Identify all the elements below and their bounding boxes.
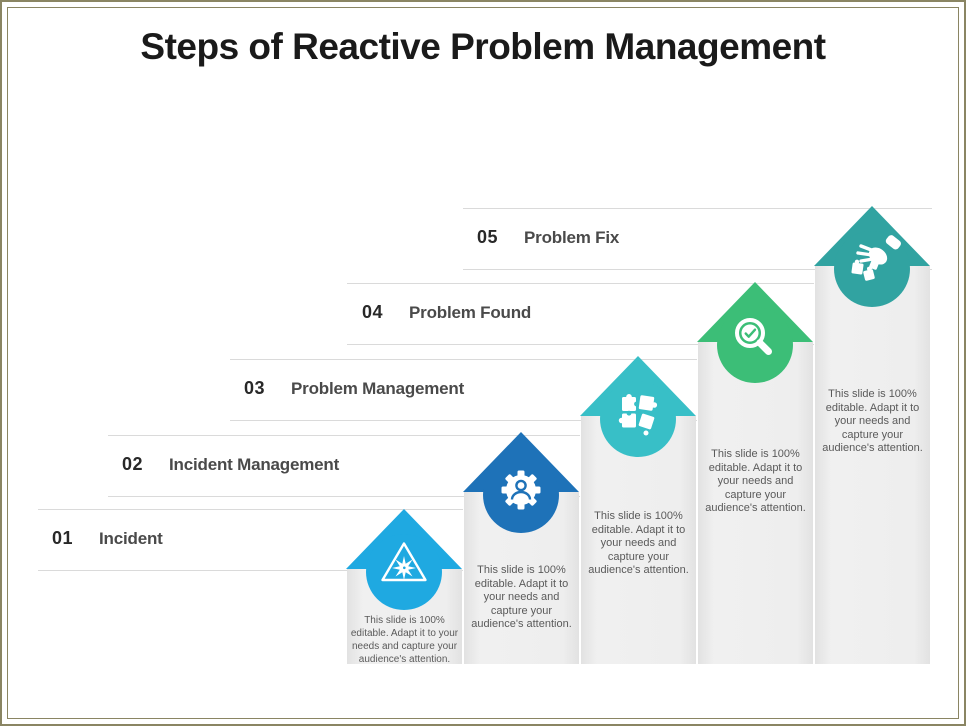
- step-5-divider-bottom: [463, 269, 932, 270]
- step-3-divider-bottom: [230, 420, 697, 421]
- step-2-divider-bottom: [108, 496, 580, 497]
- step-number: 03: [244, 378, 266, 398]
- step-description-3: This slide is 100% editable. Adapt it to…: [588, 510, 689, 576]
- gear-user-icon: [501, 470, 541, 510]
- step-label: Incident: [99, 529, 163, 548]
- puzzle-pieces-icon: [618, 394, 658, 436]
- step-number: 04: [362, 302, 384, 322]
- step-label: Problem Found: [409, 303, 532, 322]
- warning-burst-icon: [381, 542, 427, 582]
- step-4-divider-top: [347, 283, 814, 284]
- arrow-base: [600, 381, 676, 457]
- step-row-1: 01 Incident: [52, 528, 163, 549]
- step-description-1: This slide is 100% editable. Adapt it to…: [350, 615, 459, 665]
- step-description-5: This slide is 100% editable. Adapt it to…: [822, 388, 923, 454]
- step-arrow-5: [814, 206, 930, 307]
- step-row-4: 04 Problem Found: [362, 302, 531, 323]
- step-5-divider-top: [463, 208, 932, 209]
- step-number: 02: [122, 454, 144, 474]
- step-arrow-2: [463, 432, 579, 533]
- step-arrow-3: [580, 356, 696, 457]
- step-label: Problem Fix: [524, 228, 620, 247]
- step-description-4: This slide is 100% editable. Adapt it to…: [705, 448, 806, 514]
- step-column-4: [698, 342, 813, 664]
- step-3-divider-top: [230, 359, 697, 360]
- step-4-divider-bottom: [347, 344, 814, 345]
- step-label: Incident Management: [169, 455, 340, 474]
- step-arrow-4: [697, 282, 813, 383]
- page-title: Steps of Reactive Problem Management: [140, 26, 826, 67]
- step-description-2: This slide is 100% editable. Adapt it to…: [471, 564, 572, 630]
- step-column-3: [581, 416, 696, 664]
- step-1-divider-top: [38, 509, 463, 510]
- hand-puzzle-icon: [851, 235, 901, 281]
- magnifier-check-icon: [735, 318, 772, 355]
- step-number: 01: [52, 528, 74, 548]
- step-column-5: [815, 266, 930, 664]
- step-label: Problem Management: [291, 379, 465, 398]
- step-2-divider-top: [108, 435, 580, 436]
- step-row-3: 03 Problem Management: [244, 378, 464, 399]
- step-1-divider-bottom: [38, 570, 463, 571]
- arrow-base: [834, 231, 910, 307]
- step-row-5: 05 Problem Fix: [477, 227, 619, 248]
- step-number: 05: [477, 227, 499, 247]
- step-row-2: 02 Incident Management: [122, 454, 339, 475]
- step-arrow-1: [346, 509, 462, 610]
